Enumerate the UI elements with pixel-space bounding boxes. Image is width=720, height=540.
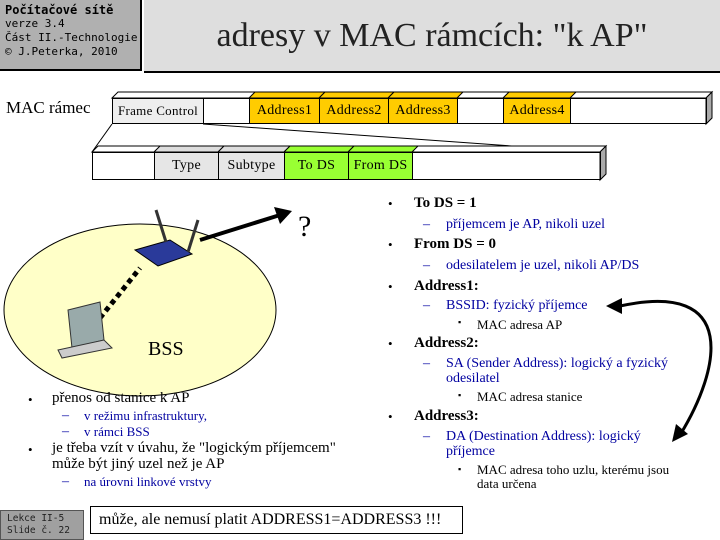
address2-heading: Address2: [414,335,479,351]
frame-diagram-shapes [90,90,714,182]
left-sub-2: v rámci BSS [84,424,150,439]
bss-illustration [3,207,713,442]
left-bullet-2b: může být jiný uzel než je AP [52,456,225,472]
address3-desc-2: příjemce [446,444,495,459]
note-box: může, ale nemusí platit ADDRESS1=ADDRESS… [90,506,463,534]
slide-number-box: Lekce II-5 Slide č. 22 [0,510,84,540]
lesson-label: Lekce II-5 [7,513,65,524]
fc-type: Type [154,152,219,180]
from-ds-heading: From DS = 0 [414,236,497,252]
field-address2: Address2 [319,98,389,124]
fc-subtype: Subtype [218,152,285,180]
laptop-icon [57,301,114,359]
to-ds-desc: příjemcem je AP, nikoli uzel [446,217,606,232]
address3-heading: Address3: [414,408,479,424]
address3-detail-2: data určena [477,476,537,491]
address2-desc-2: odesilatel [446,371,500,386]
version: verze 3.4 [5,17,65,30]
fc-rest [412,152,601,180]
address1-heading: Address1: [414,278,479,294]
address1-detail: MAC adresa AP [477,317,563,332]
left-sub-3: na úrovni linkové vrstvy [84,474,212,489]
part: Část II.-Technologie [5,31,138,44]
address1-desc: BSSID: fyzický příjemce [446,298,588,313]
fc-from-ds: From DS [348,152,413,180]
mac-frame-label: MAC rámec [6,98,91,117]
question-mark: ? [298,210,312,243]
field-duration [203,98,250,124]
access-point-icon [133,209,200,267]
fc-to-ds: To DS [284,152,349,180]
field-address3: Address3 [388,98,458,124]
field-frame-control: Frame Control [112,98,204,124]
from-ds-desc: odesilatelem je uzel, nikoli AP/DS [446,258,640,273]
field-address1: Address1 [249,98,320,124]
copyright: © J.Peterka, 2010 [5,45,118,58]
field-body [570,98,707,124]
left-sub-1: v režimu infrastruktury, [84,408,207,423]
address3-desc: DA (Destination Address): logický [446,429,641,444]
to-ds-heading: To DS = 1 [414,195,477,211]
slide-label: Slide č. 22 [7,525,70,536]
course-name: Počítačové sítě [5,3,114,17]
course-info: Počítačové sítě verze 3.4 Část II.-Techn… [0,0,142,71]
field-seq [457,98,504,124]
slide-title: adresy v MAC rámcích: "k AP" [144,0,720,73]
left-bullet-1: přenos od stanice k AP [52,390,190,406]
address2-desc: SA (Sender Address): logický a fyzický [446,356,669,371]
fc-version [92,152,155,180]
left-bullet-2: je třeba vzít v úvahu, že "logickým příj… [52,440,336,456]
bss-label: BSS [148,338,184,360]
address3-detail: MAC adresa toho uzlu, kterému jsou [477,462,670,477]
address2-detail: MAC adresa stanice [477,389,583,404]
field-address4: Address4 [503,98,571,124]
